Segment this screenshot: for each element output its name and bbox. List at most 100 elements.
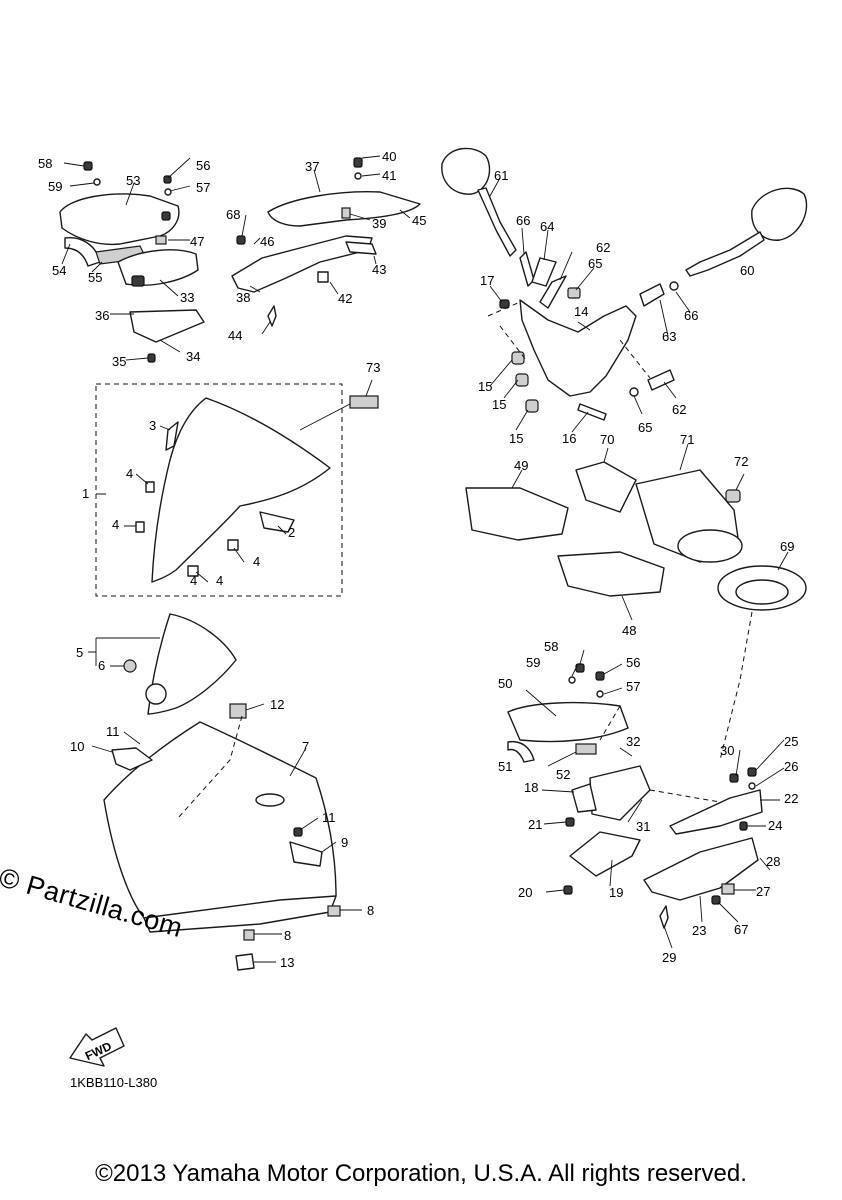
callout: 58 bbox=[544, 639, 558, 654]
callout: 20 bbox=[518, 885, 532, 900]
callout: 71 bbox=[680, 432, 694, 447]
callout: 49 bbox=[514, 458, 528, 473]
callout: 6 bbox=[98, 658, 105, 673]
callout: 11 bbox=[106, 724, 120, 739]
diagram-code: 1KBB110-L380 bbox=[70, 1075, 158, 1090]
callout: 35 bbox=[112, 354, 126, 369]
callout: 65 bbox=[588, 256, 602, 271]
inner-panel-group bbox=[88, 613, 237, 715]
callout: 33 bbox=[180, 290, 194, 305]
callout: 26 bbox=[784, 759, 798, 774]
callout: 38 bbox=[236, 290, 250, 305]
callout-labels: 1 2 3 4 4 4 4 4 5 6 7 8 8 9 10 11 11 12 … bbox=[38, 149, 798, 970]
callout: 66 bbox=[516, 213, 530, 228]
callout: 66 bbox=[684, 308, 698, 323]
callout: 67 bbox=[734, 922, 748, 937]
callout: 63 bbox=[662, 329, 676, 344]
callout: 5 bbox=[76, 645, 83, 660]
duct-assembly-left bbox=[59, 157, 205, 363]
callout: 14 bbox=[574, 304, 588, 319]
callout: 68 bbox=[226, 207, 240, 222]
callout: 59 bbox=[48, 179, 62, 194]
callout: 1 bbox=[82, 486, 89, 501]
callout: 19 bbox=[609, 885, 623, 900]
callout: 53 bbox=[126, 173, 140, 188]
callout: 37 bbox=[305, 159, 319, 174]
callout: 32 bbox=[626, 734, 640, 749]
callout: 15 bbox=[492, 397, 506, 412]
callout: 54 bbox=[52, 263, 66, 278]
callout: 62 bbox=[596, 240, 610, 255]
callout: 65 bbox=[638, 420, 652, 435]
callout: 62 bbox=[672, 402, 686, 417]
callout: 15 bbox=[478, 379, 492, 394]
callout: 47 bbox=[190, 234, 204, 249]
callout: 3 bbox=[149, 418, 156, 433]
callout: 48 bbox=[622, 623, 636, 638]
callout: 13 bbox=[280, 955, 294, 970]
callout: 40 bbox=[382, 149, 396, 164]
callout: 36 bbox=[95, 308, 109, 323]
callout: 45 bbox=[412, 213, 426, 228]
callout: 41 bbox=[382, 168, 396, 183]
callout: 51 bbox=[498, 759, 512, 774]
callout: 2 bbox=[288, 525, 295, 540]
callout: 7 bbox=[302, 739, 309, 754]
copyright-notice: ©2013 Yamaha Motor Corporation, U.S.A. A… bbox=[95, 1160, 747, 1187]
callout: 55 bbox=[88, 270, 102, 285]
callout: 29 bbox=[662, 950, 676, 965]
intake-duct-group bbox=[465, 443, 807, 761]
callout: 4 bbox=[126, 466, 133, 481]
callout: 15 bbox=[509, 431, 523, 446]
windscreen-group bbox=[95, 379, 379, 597]
callout: 4 bbox=[112, 517, 119, 532]
under-panel-group bbox=[507, 649, 785, 949]
callout: 69 bbox=[780, 539, 794, 554]
callout: 39 bbox=[372, 216, 386, 231]
callout: 18 bbox=[524, 780, 538, 795]
callout: 34 bbox=[186, 349, 200, 364]
callout: 64 bbox=[540, 219, 554, 234]
callout: 52 bbox=[556, 767, 570, 782]
callout: 17 bbox=[480, 273, 494, 288]
callout: 50 bbox=[498, 676, 512, 691]
callout: 46 bbox=[260, 234, 274, 249]
callout: 73 bbox=[366, 360, 380, 375]
callout: 57 bbox=[196, 180, 210, 195]
callout: 4 bbox=[190, 573, 197, 588]
callout: 44 bbox=[228, 328, 242, 343]
callout: 56 bbox=[626, 655, 640, 670]
callout: 31 bbox=[636, 819, 650, 834]
callout: 72 bbox=[734, 454, 748, 469]
callout: 12 bbox=[270, 697, 284, 712]
callout: 60 bbox=[740, 263, 754, 278]
callout: 23 bbox=[692, 923, 706, 938]
callout: 28 bbox=[766, 854, 780, 869]
fwd-arrow: FWD bbox=[69, 1027, 125, 1067]
callout: 57 bbox=[626, 679, 640, 694]
callout: 61 bbox=[494, 168, 508, 183]
callout: 22 bbox=[784, 791, 798, 806]
callout: 30 bbox=[720, 743, 734, 758]
callout: 43 bbox=[372, 262, 386, 277]
callout: 27 bbox=[756, 884, 770, 899]
callout: 70 bbox=[600, 432, 614, 447]
callout: 9 bbox=[341, 835, 348, 850]
callout: 58 bbox=[38, 156, 52, 171]
mirror-and-stay-assembly bbox=[441, 147, 808, 433]
callout: 25 bbox=[784, 734, 798, 749]
front-cowling bbox=[91, 703, 362, 971]
callout: 4 bbox=[253, 554, 260, 569]
callout: 21 bbox=[528, 817, 542, 832]
callout: 8 bbox=[284, 928, 291, 943]
callout: 56 bbox=[196, 158, 210, 173]
callout: 10 bbox=[70, 739, 84, 754]
callout: 16 bbox=[562, 431, 576, 446]
callout: 42 bbox=[338, 291, 352, 306]
bracket-assembly-center bbox=[231, 155, 421, 335]
callout: 11 bbox=[322, 810, 336, 825]
callout: 59 bbox=[526, 655, 540, 670]
callout: 24 bbox=[768, 818, 782, 833]
